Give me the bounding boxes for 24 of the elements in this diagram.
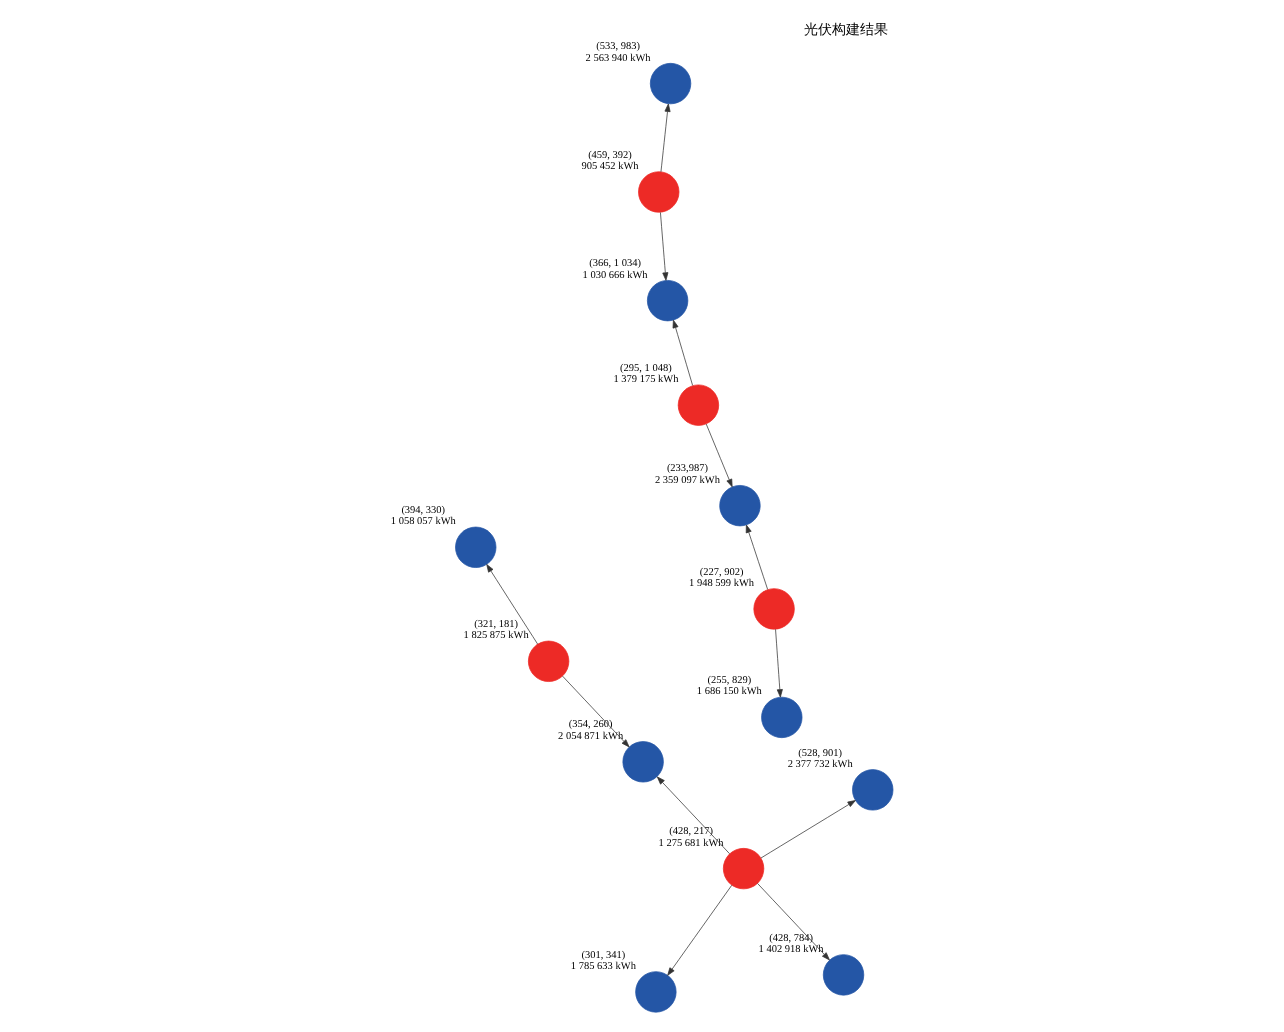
node-circle (719, 485, 761, 527)
arrow (745, 524, 769, 590)
arrow (672, 319, 693, 386)
arrow (760, 800, 856, 859)
arrow (660, 103, 671, 173)
node-circle (761, 696, 803, 739)
node-circle (647, 280, 689, 322)
node-circle (528, 640, 570, 682)
arrow (775, 628, 783, 698)
node-circle (722, 848, 765, 890)
node-circle (677, 384, 720, 426)
node-circle (638, 171, 680, 213)
arrow (757, 883, 830, 961)
node-circle (649, 62, 692, 105)
node-circle (753, 588, 795, 630)
arrow (660, 212, 669, 281)
node-circle (635, 971, 677, 1013)
node-circle (852, 769, 894, 811)
arrow (656, 776, 730, 855)
arrow (667, 884, 733, 976)
node-circle (455, 526, 497, 568)
arrow (562, 675, 630, 748)
arrow (705, 423, 733, 488)
arrow (486, 564, 539, 645)
